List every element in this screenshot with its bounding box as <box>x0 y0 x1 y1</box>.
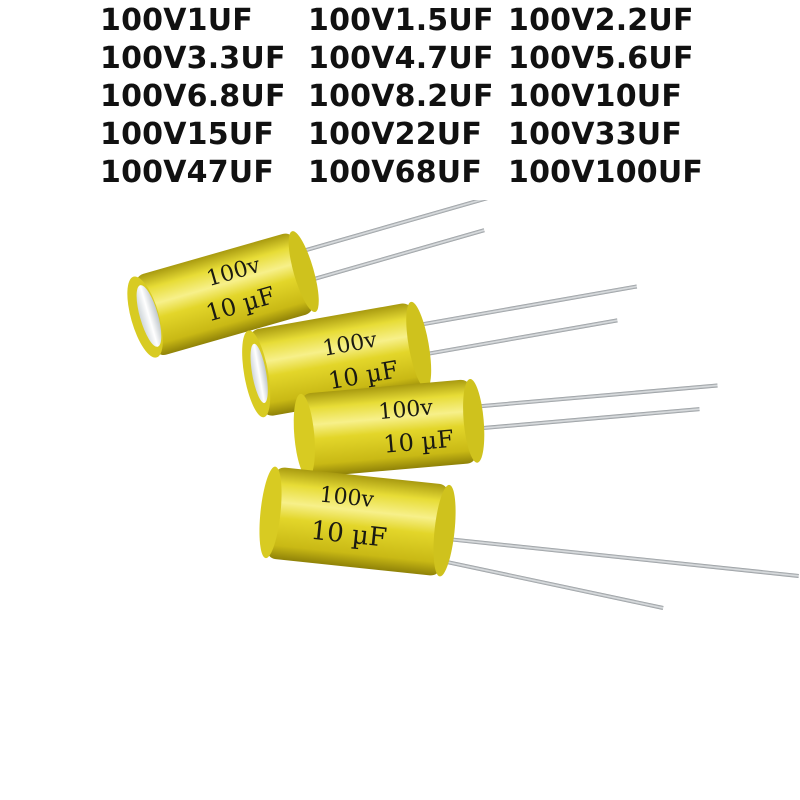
spec-label: 100V6.8UF <box>100 79 286 114</box>
capacitor: 100v 10 µF <box>293 379 718 478</box>
capacitor-sleeve <box>266 467 449 576</box>
voltage-marking: 100v <box>318 482 375 513</box>
spec-label: 100V33UF <box>508 117 683 152</box>
spec-label: 100V2.2UF <box>508 3 694 38</box>
spec-label: 100V1UF <box>100 3 253 38</box>
spec-label: 100V4.7UF <box>308 41 494 76</box>
voltage-marking: 100v <box>378 395 435 425</box>
spec-label: 100V3.3UF <box>100 41 286 76</box>
capacitor-leads <box>292 200 496 285</box>
spec-label: 100V8.2UF <box>308 79 494 114</box>
capacitor: 100v 10 µF <box>127 200 496 358</box>
capacitor-sleeve <box>301 379 477 477</box>
spec-label: 100V5.6UF <box>508 41 694 76</box>
capacitor-sleeve <box>135 233 313 356</box>
capacitors-photo: 100v 10 µF 100v 10 µF 100v 10 µF <box>127 200 799 610</box>
spec-label: 100V68UF <box>308 155 483 190</box>
spec-list: 100V1UF 100V1.5UF 100V2.2UF 100V3.3UF 10… <box>100 2 740 196</box>
capacitor-leads <box>437 536 799 610</box>
spec-label: 100V100UF <box>508 155 704 190</box>
capacitor-leads <box>409 284 638 358</box>
spec-label: 100V10UF <box>508 79 683 114</box>
capacitance-marking: 10 µF <box>382 425 455 459</box>
capacitor: 100v 10 µF <box>259 466 799 610</box>
spec-label: 100V1.5UF <box>308 3 494 38</box>
spec-label: 100V47UF <box>100 155 275 190</box>
capacitor-leads <box>468 383 718 432</box>
spec-label: 100V15UF <box>100 117 275 152</box>
spec-label: 100V22UF <box>308 117 483 152</box>
capacitor-end-cap <box>136 285 162 347</box>
capacitor-end-cap <box>250 343 268 403</box>
